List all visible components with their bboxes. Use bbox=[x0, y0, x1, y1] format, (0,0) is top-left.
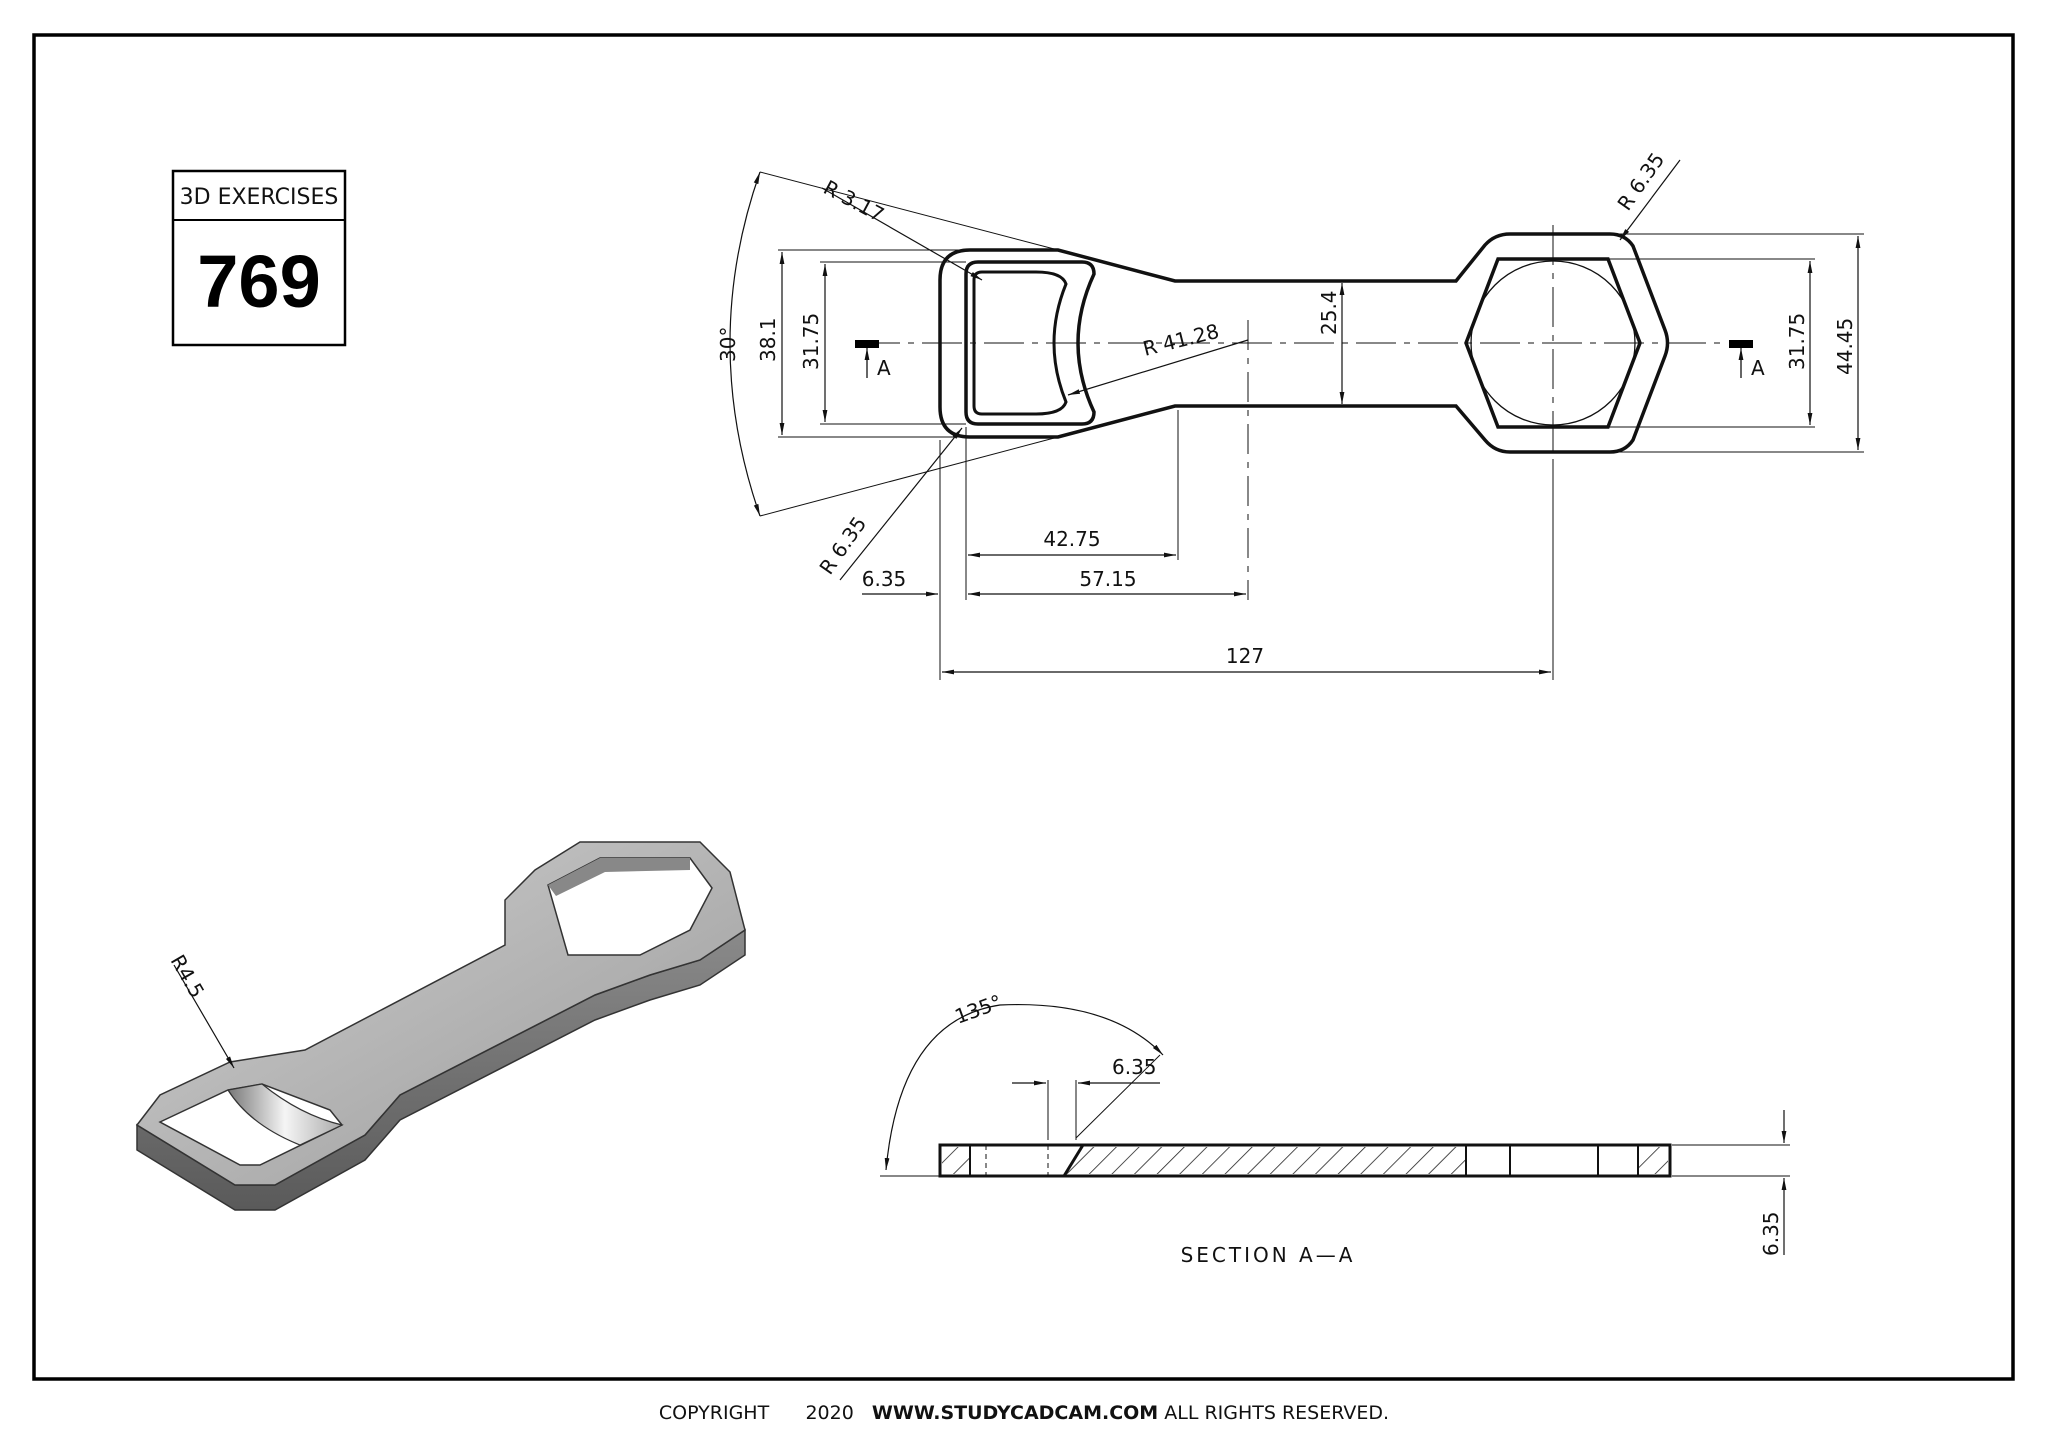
copyright-year: 2020 bbox=[805, 1402, 854, 1424]
dim-31-75-right: 31.75 bbox=[1785, 313, 1809, 370]
site-link[interactable]: WWW.STUDYCADCAM.COM bbox=[871, 1402, 1159, 1424]
section-title: SECTION A—A bbox=[1181, 1243, 1356, 1267]
dim-section-6-35-top: 6.35 bbox=[1112, 1055, 1157, 1079]
isometric-view: R4.5 bbox=[135, 841, 746, 1211]
dim-38-1: 38.1 bbox=[756, 317, 780, 362]
dim-42-75: 42.75 bbox=[1043, 527, 1100, 551]
svg-text:A: A bbox=[877, 356, 891, 380]
dim-section-thickness: 6.35 bbox=[1759, 1211, 1783, 1256]
iso-opener-curve bbox=[227, 1083, 344, 1146]
dim-44-45: 44.45 bbox=[1833, 318, 1857, 375]
svg-text:A: A bbox=[1751, 356, 1765, 380]
dim-r-6-35-top: R 6.35 bbox=[1612, 148, 1669, 215]
dim-r-3-17: R 3.17 bbox=[820, 175, 888, 227]
copyright-footer: COPYRIGHT 2020 WWW.STUDYCADCAM.COM ALL R… bbox=[0, 1402, 2048, 1424]
dim-127: 127 bbox=[1226, 644, 1264, 668]
exercise-number: 769 bbox=[197, 240, 320, 323]
section-marker-left: A bbox=[855, 340, 891, 380]
rights-text: ALL RIGHTS RESERVED. bbox=[1164, 1402, 1390, 1424]
section-view bbox=[880, 1003, 1790, 1255]
sheet-border bbox=[32, 33, 2015, 1381]
copyright-word: COPYRIGHT bbox=[658, 1402, 770, 1424]
dim-angle-30: 30° bbox=[716, 327, 740, 362]
top-view bbox=[729, 159, 1864, 680]
dim-25-4: 25.4 bbox=[1317, 290, 1341, 335]
dim-57-15: 57.15 bbox=[1079, 567, 1136, 591]
wrench-outline bbox=[938, 232, 1670, 454]
dim-6-35-left: 6.35 bbox=[862, 567, 907, 591]
hex-inscribed-circle bbox=[1470, 260, 1636, 426]
title-category: 3D EXERCISES bbox=[180, 185, 339, 210]
dim-31-75-left: 31.75 bbox=[799, 313, 823, 370]
dim-iso-r-4-5: R4.5 bbox=[166, 951, 210, 1003]
title-block: 3D EXERCISES 769 bbox=[171, 169, 347, 347]
dim-r-41-28: R 41.28 bbox=[1140, 319, 1221, 361]
opener-slot-outer bbox=[964, 260, 1096, 426]
section-marker-right: A bbox=[1729, 340, 1765, 380]
dim-section-135: 135° bbox=[952, 990, 1005, 1029]
